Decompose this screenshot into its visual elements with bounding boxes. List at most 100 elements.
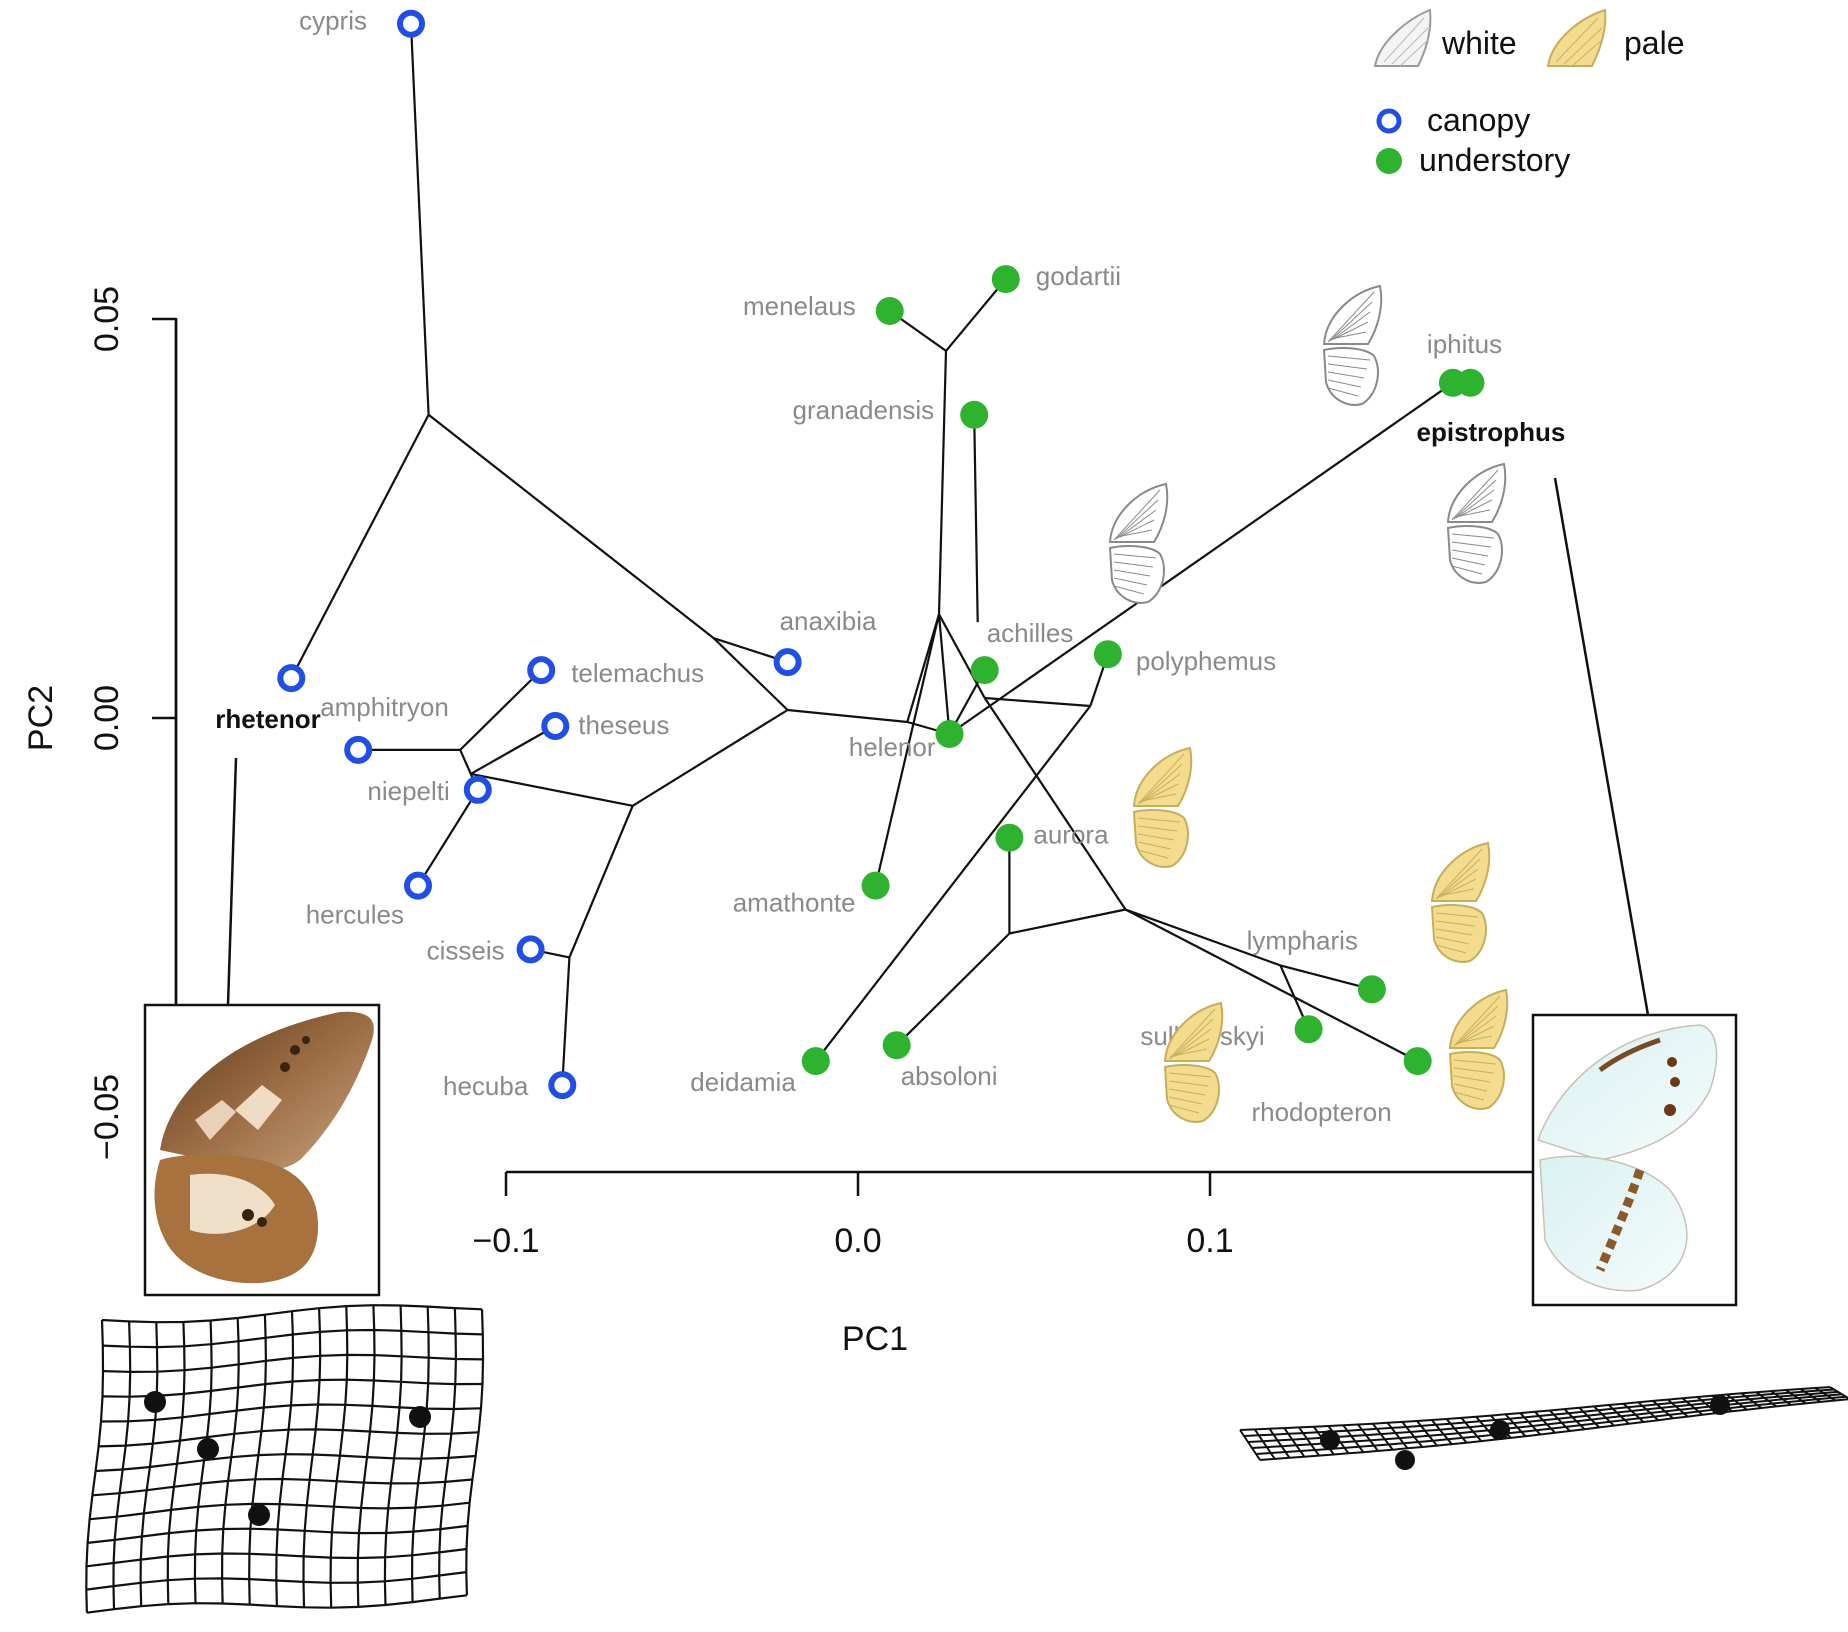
grid-line bbox=[1401, 1421, 1424, 1448]
tree-edge bbox=[814, 705, 1092, 1062]
landmark-dot bbox=[1395, 1450, 1415, 1470]
understory-point bbox=[1403, 1047, 1432, 1076]
point-label: godartii bbox=[1036, 261, 1121, 291]
tree-edge bbox=[874, 614, 941, 886]
grid-line bbox=[1799, 1388, 1822, 1403]
grid-line bbox=[1372, 1423, 1394, 1451]
point-label: aurora bbox=[1033, 820, 1109, 850]
pale-wing-icon bbox=[1430, 841, 1491, 963]
legend-understory-label: understory bbox=[1419, 142, 1570, 178]
grid-line bbox=[356, 1305, 376, 1607]
x-tick-label: 0.0 bbox=[834, 1222, 881, 1260]
grid-line bbox=[248, 1314, 268, 1605]
legend-white-label: white bbox=[1441, 25, 1517, 61]
y-axis: −0.050.000.05 bbox=[88, 286, 178, 1160]
grid-line bbox=[1608, 1404, 1630, 1425]
grid-line bbox=[1578, 1407, 1600, 1429]
y-tick-label: 0.00 bbox=[88, 685, 126, 751]
point-label: hecuba bbox=[443, 1071, 529, 1101]
tree-edge bbox=[470, 772, 633, 807]
understory-point bbox=[991, 265, 1020, 294]
canopy-point bbox=[548, 1071, 577, 1100]
canopy-point bbox=[773, 648, 802, 677]
grid-line bbox=[1504, 1413, 1527, 1437]
y-axis-label: PC2 bbox=[22, 685, 60, 751]
understory-point bbox=[801, 1047, 830, 1076]
deformation-grid-left bbox=[85, 1304, 485, 1614]
point-label: menelaus bbox=[743, 291, 856, 321]
canopy-point bbox=[344, 735, 373, 764]
tree-edge bbox=[948, 381, 1454, 735]
point-label: granadensis bbox=[793, 395, 935, 425]
x-axis-label: PC1 bbox=[842, 1320, 908, 1358]
tree-edge bbox=[712, 637, 789, 711]
deformation-grid-right bbox=[1239, 1386, 1848, 1470]
understory-point bbox=[1357, 975, 1386, 1004]
grid-line bbox=[220, 1317, 240, 1604]
tree-edge bbox=[984, 696, 1091, 708]
canopy-point bbox=[541, 712, 570, 740]
canopy-point bbox=[277, 664, 306, 693]
legend: white pale canopy understory bbox=[1373, 8, 1685, 178]
grid-line bbox=[1667, 1398, 1689, 1418]
tree-edge bbox=[937, 614, 951, 735]
point-label: polyphemus bbox=[1136, 646, 1276, 676]
rhetenor-wing-photo bbox=[143, 1003, 381, 1297]
grid-line bbox=[1239, 1429, 1261, 1461]
grid-line bbox=[1268, 1428, 1291, 1459]
tree-edge bbox=[895, 932, 1011, 1046]
pale-wing-icon bbox=[1448, 988, 1509, 1110]
landmark-dot bbox=[409, 1406, 431, 1428]
legend-pale-label: pale bbox=[1624, 25, 1685, 61]
grid-line bbox=[1785, 1389, 1807, 1405]
point-label: hercules bbox=[306, 900, 404, 930]
tree-edge bbox=[1124, 908, 1419, 1063]
point-label: amphitryon bbox=[320, 692, 449, 722]
tree-edge bbox=[470, 725, 556, 775]
understory-point bbox=[1294, 1015, 1323, 1044]
grid-line bbox=[1298, 1426, 1320, 1457]
grid-line bbox=[275, 1311, 295, 1607]
grid-line bbox=[139, 1322, 159, 1607]
grid-line bbox=[1652, 1400, 1674, 1420]
pale-wing-icon bbox=[1163, 1001, 1224, 1123]
tree-edge bbox=[459, 749, 472, 775]
tree-edge bbox=[1009, 908, 1126, 935]
white-wing-icon bbox=[1108, 482, 1169, 604]
tree-edge bbox=[290, 414, 430, 679]
grid-line bbox=[166, 1321, 186, 1605]
canopy-point bbox=[397, 9, 425, 38]
white-wing-icon bbox=[1446, 462, 1507, 584]
tree-edge bbox=[427, 413, 715, 640]
canopy-point bbox=[516, 935, 545, 964]
point-label: iphitus bbox=[1427, 329, 1502, 359]
grid-line bbox=[193, 1320, 213, 1604]
pale-wing-icon bbox=[1132, 746, 1193, 868]
tree-edge bbox=[459, 669, 542, 751]
understory-point bbox=[970, 656, 999, 685]
understory-point bbox=[882, 1031, 911, 1060]
legend-canopy-label: canopy bbox=[1427, 102, 1530, 138]
grid-line bbox=[383, 1305, 403, 1606]
point-label: rhetenor bbox=[215, 704, 320, 734]
tree-edge bbox=[937, 350, 948, 615]
point-label: amathonte bbox=[733, 888, 856, 918]
grid-line bbox=[1283, 1427, 1306, 1458]
point-label: rhodopteron bbox=[1251, 1097, 1391, 1127]
understory-point bbox=[1438, 368, 1467, 397]
canopy-point bbox=[527, 656, 556, 685]
grid-line bbox=[329, 1306, 349, 1608]
point-label: deidamia bbox=[690, 1067, 796, 1097]
x-tick-label: −0.1 bbox=[472, 1222, 539, 1260]
landmark-dot bbox=[1710, 1395, 1730, 1415]
grid-line bbox=[1637, 1401, 1659, 1421]
grid-line bbox=[85, 1319, 105, 1613]
grid-line bbox=[410, 1306, 430, 1603]
tree-edge bbox=[945, 278, 1007, 352]
grid-line bbox=[112, 1321, 132, 1610]
legend-white-wing-icon bbox=[1373, 8, 1432, 67]
tree-edge bbox=[409, 23, 430, 415]
